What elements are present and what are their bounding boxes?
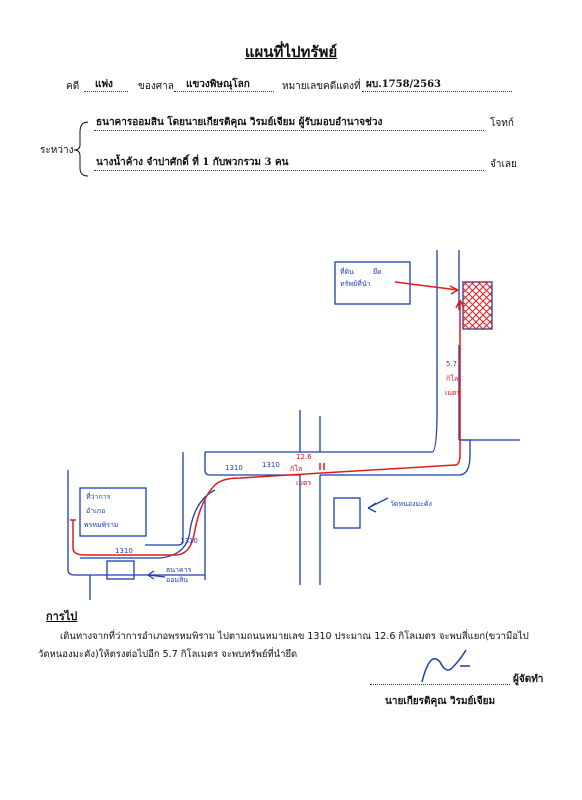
distance-1-unit: กิโล — [290, 465, 303, 473]
defendant-role: จำเลย — [490, 159, 517, 170]
distance-1-unit2: เมตร — [296, 479, 312, 487]
road-left-vertical — [145, 452, 184, 546]
number-label: หมายเลขคดีแดงที่ — [282, 81, 361, 92]
road-lower-curve — [80, 489, 216, 559]
plaintiff-role: โจทก์ — [490, 118, 514, 129]
road-label-4: 1310 — [115, 547, 133, 555]
road-lower-bottom — [67, 470, 205, 576]
note-arrow — [394, 281, 459, 295]
bank-box — [106, 560, 135, 580]
route-arrow-head — [455, 299, 465, 309]
distance-2: 5.7 — [446, 360, 458, 368]
case-type-line — [84, 91, 128, 92]
directions-line1: เดินทางจากที่ว่าการอำเภอพรหมพิราม ไปตามถ… — [60, 631, 529, 642]
court-label: ของศาล — [138, 81, 174, 92]
distance-2-unit: กิโล — [446, 375, 459, 383]
temple-arrow — [367, 497, 389, 513]
plaintiff-line — [94, 130, 484, 131]
signature-name: นายเกียรติคุณ วิรมย์เจียม — [385, 696, 496, 707]
defendant-name: นางน้ำค้าง จำปาศักดิ์ ที่ 1 กับพวกรวม 3 … — [96, 157, 289, 168]
note-box — [334, 261, 411, 305]
district-office-line1: ที่ว่าการ — [86, 493, 111, 501]
bank-label-line1: ธนาคาร — [166, 566, 192, 574]
page-title: แผนที่ไปทรัพย์ — [244, 43, 338, 61]
note-line2: ทรัพย์ที่นำ — [340, 280, 371, 288]
between-label: ระหว่าง — [40, 145, 74, 156]
district-office-line3: พรหมพิราม — [84, 521, 119, 529]
signature-role: ผู้จัดทำ — [513, 674, 544, 685]
directions-line2: วัดหนองมะคัง)ให้ตรงต่อไปอีก 5.7 กิโลเมตร… — [38, 649, 298, 660]
bank-arrow — [147, 570, 166, 580]
temple-label: วัดหนองมะคัง — [390, 500, 432, 508]
road-main-right — [320, 439, 471, 476]
case-number: ผบ.1758/2563 — [366, 79, 442, 90]
temple-box — [333, 497, 361, 529]
district-office-box — [79, 487, 147, 537]
case-label: คดี — [66, 81, 80, 92]
road-label-1: 1310 — [225, 464, 243, 472]
defendant-line — [94, 170, 484, 171]
court-name: แขวงพิษณุโลก — [186, 79, 250, 90]
case-type: แพ่ง — [95, 79, 113, 90]
court-line — [174, 91, 274, 92]
distance-2-unit2: เมตร — [445, 389, 461, 397]
directions-heading: การไป — [46, 610, 78, 623]
district-office-line2: อำเภอ — [86, 507, 106, 515]
distance-1: 12.6 — [296, 453, 312, 461]
property-hatch — [463, 282, 492, 329]
note-line1: ที่ดิน — [340, 268, 354, 276]
number-line — [362, 91, 512, 92]
road-label-2: 1310 — [262, 461, 280, 469]
note-num: ยึด — [373, 268, 382, 276]
signature-scribble — [421, 649, 470, 683]
road-main-upper2 — [204, 452, 300, 476]
road-label-3: 1310 — [180, 537, 198, 545]
bank-label-line2: ออมสิน — [166, 576, 189, 584]
route-tick — [319, 463, 325, 470]
road-top-edge-upper — [299, 409, 438, 453]
plaintiff-name: ธนาคารออมสิน โดยนายเกียรติคุณ วิรมย์เจีย… — [96, 117, 383, 128]
route-line — [72, 300, 461, 556]
signature-line — [370, 684, 510, 685]
